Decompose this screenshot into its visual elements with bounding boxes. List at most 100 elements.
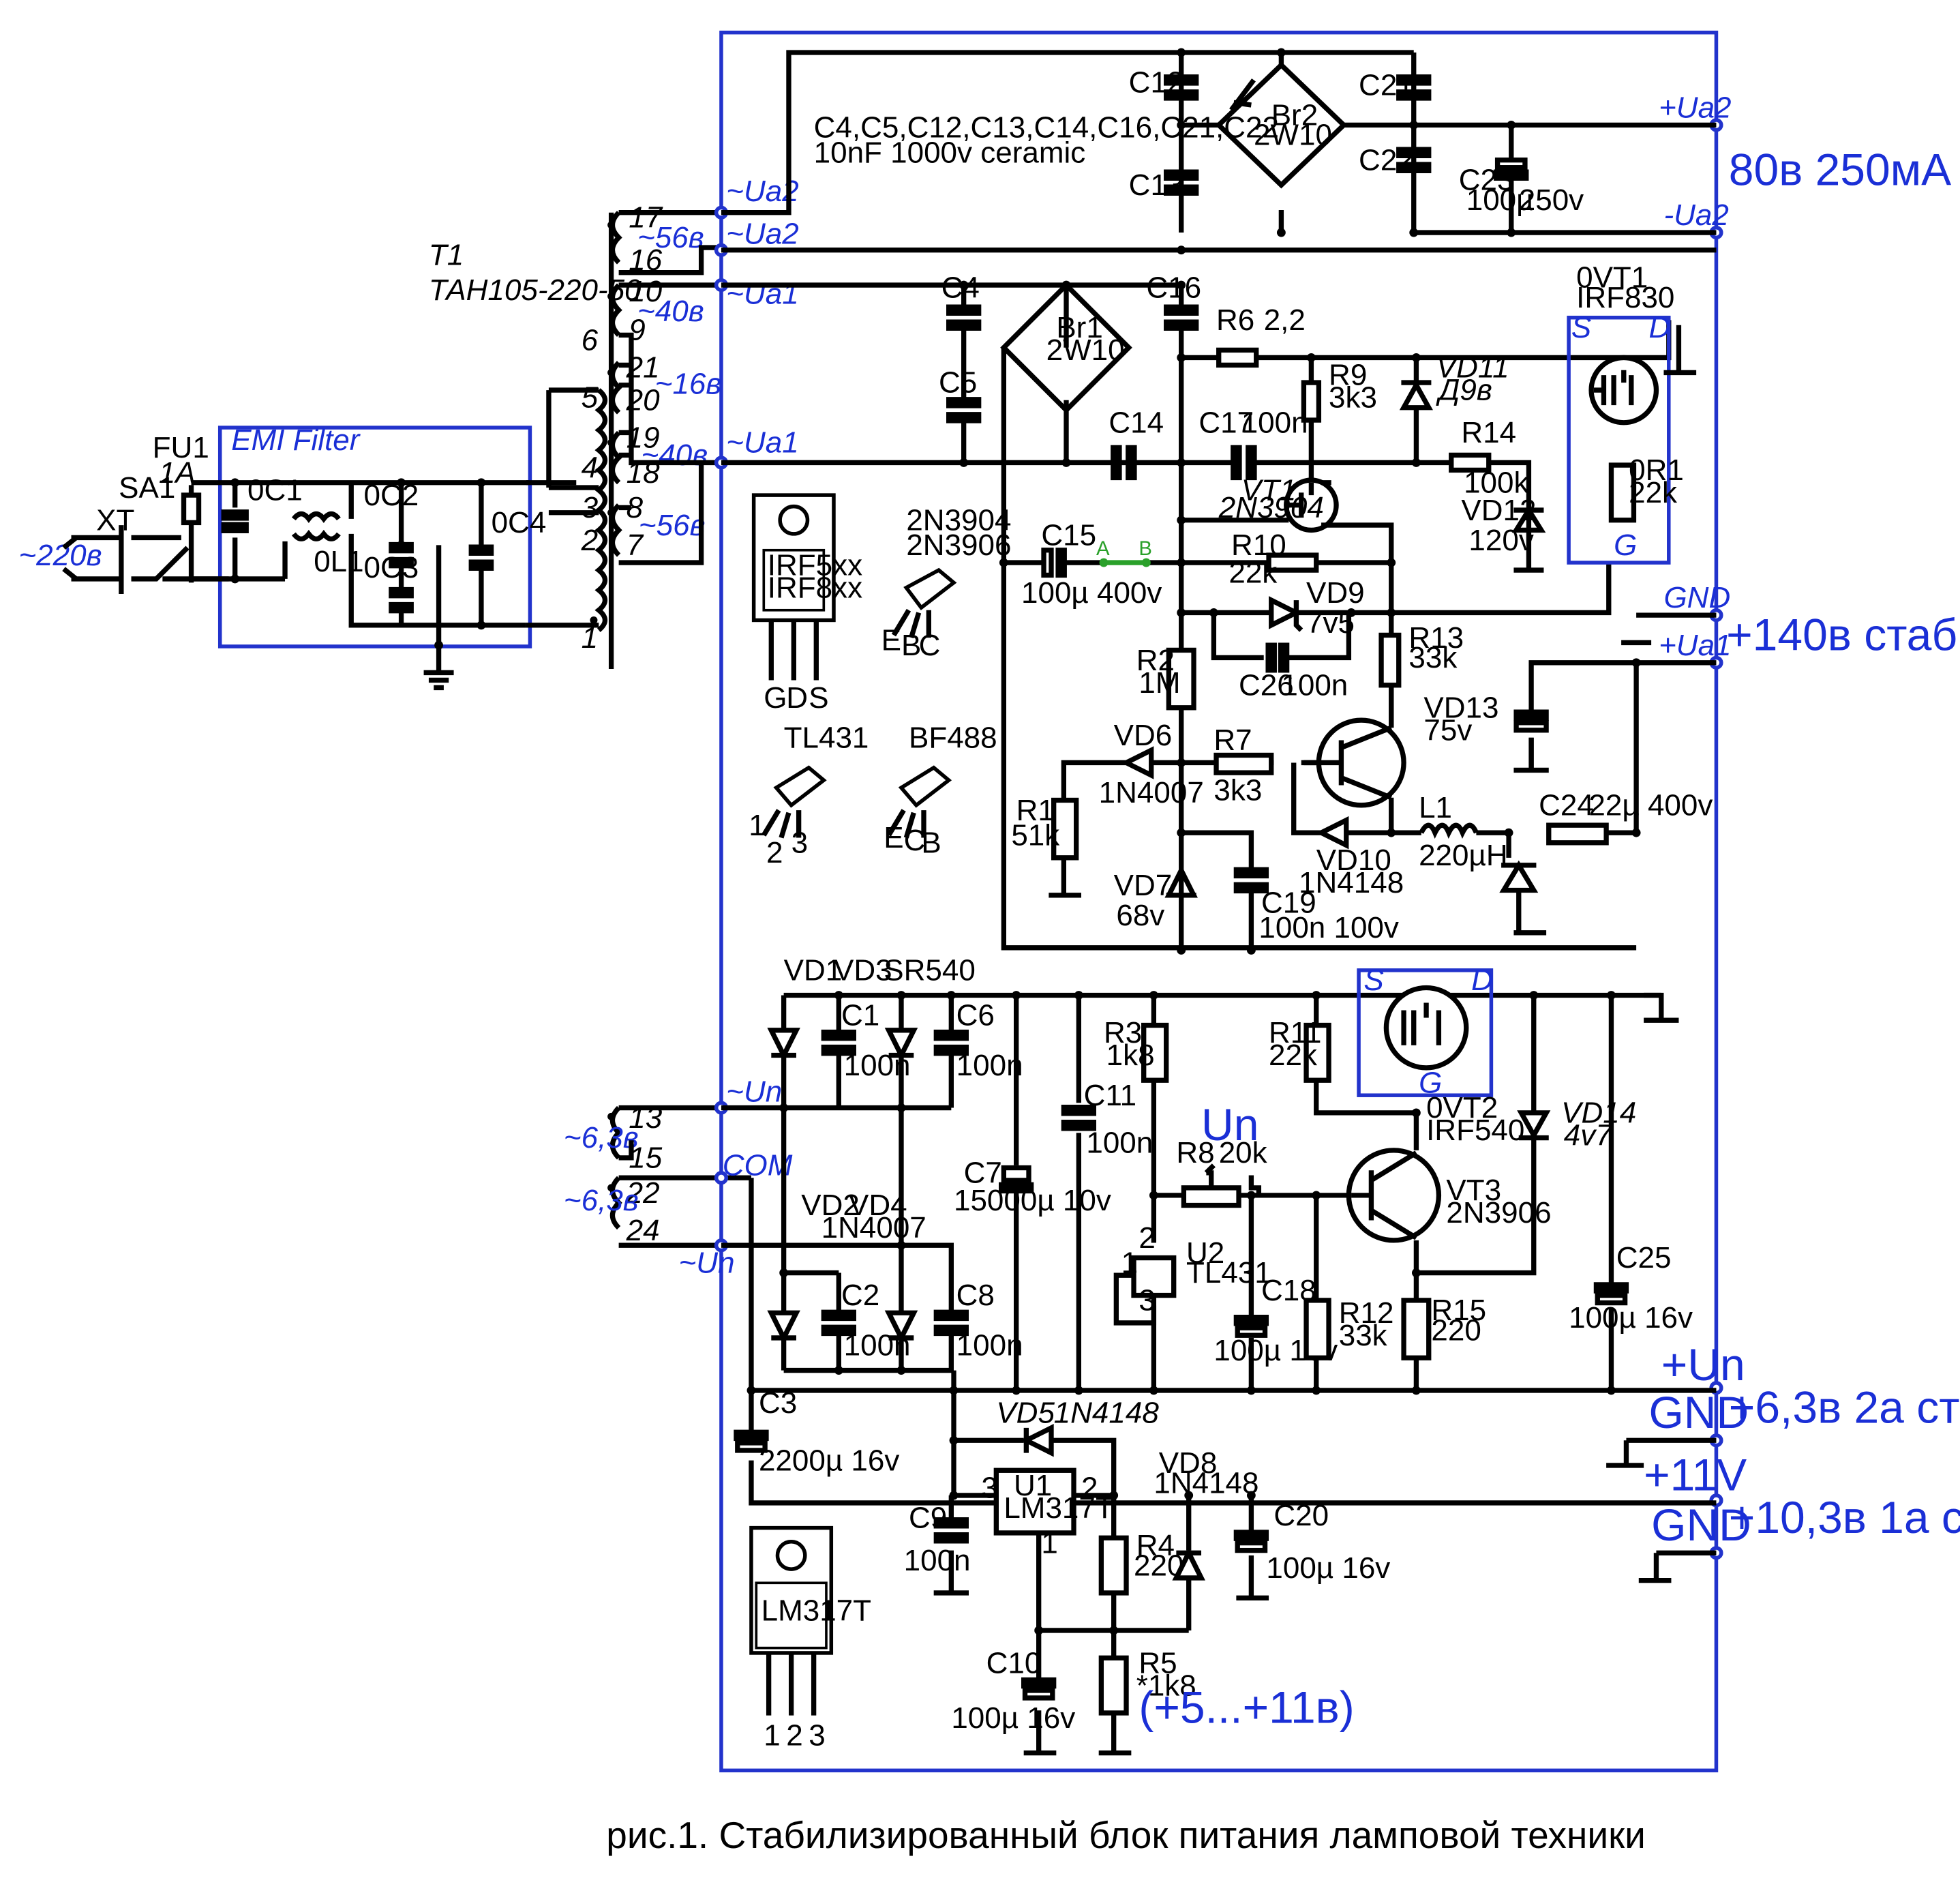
svg-text:22k: 22k xyxy=(1629,476,1678,509)
xt-label: XT xyxy=(96,503,134,537)
svg-text:R9: R9 xyxy=(1329,359,1367,392)
svg-text:120v: 120v xyxy=(1468,524,1533,557)
svg-text:250v: 250v xyxy=(1519,183,1584,217)
svg-text:2,2: 2,2 xyxy=(1264,303,1306,337)
svg-text:VD13: VD13 xyxy=(1423,691,1498,724)
svg-text:100n: 100n xyxy=(904,1544,971,1577)
svg-text:1: 1 xyxy=(1121,1247,1138,1280)
svg-text:33k: 33k xyxy=(1339,1319,1388,1352)
svg-text:VD5: VD5 xyxy=(996,1397,1055,1430)
note-un: +6,3в 2а стаб. xyxy=(1729,1382,1960,1433)
svg-text:GND: GND xyxy=(1663,581,1730,614)
svg-text:VT3: VT3 xyxy=(1446,1174,1501,1207)
fu1-label: FU1 xyxy=(153,431,209,464)
svg-text:C21: C21 xyxy=(1359,68,1414,102)
svg-text:C1: C1 xyxy=(841,999,879,1032)
svg-text:100n: 100n xyxy=(956,1329,1023,1362)
svg-text:2: 2 xyxy=(1081,1472,1098,1505)
svg-text:0C3: 0C3 xyxy=(364,551,419,584)
svg-text:1N4007: 1N4007 xyxy=(821,1211,926,1244)
svg-text:E: E xyxy=(884,821,903,854)
svg-text:D: D xyxy=(1648,311,1670,344)
svg-text:3: 3 xyxy=(791,826,808,859)
svg-text:4v7: 4v7 xyxy=(1564,1119,1613,1152)
svg-text:C25: C25 xyxy=(1616,1241,1672,1275)
svg-text:R14: R14 xyxy=(1461,416,1516,449)
svg-text:22: 22 xyxy=(626,1176,660,1210)
svg-text:1: 1 xyxy=(764,1719,780,1753)
svg-text:L1: L1 xyxy=(1419,791,1452,824)
input-section: EMI Filter XT ~220в SA1 FU1 1A 0C1 0L1 0… xyxy=(18,423,547,691)
svg-text:GND: GND xyxy=(1648,1387,1749,1437)
svg-text:C14: C14 xyxy=(1109,406,1164,439)
svg-text:0L1: 0L1 xyxy=(314,545,363,578)
svg-text:100µ: 100µ xyxy=(1466,183,1534,217)
note-ua1: +140в стаб xyxy=(1726,609,1957,659)
note-11v: +10,3в 1а стаб. xyxy=(1729,1492,1960,1542)
svg-text:C: C xyxy=(904,824,926,857)
svg-text:2200µ 16v: 2200µ 16v xyxy=(759,1444,899,1477)
svg-text:Br1: Br1 xyxy=(1056,311,1102,344)
point-b: B xyxy=(1139,537,1152,560)
svg-text:1N4007: 1N4007 xyxy=(1099,776,1204,809)
svg-text:+11V: +11V xyxy=(1644,1450,1747,1500)
svg-text:C10: C10 xyxy=(986,1646,1042,1680)
svg-text:Д9в: Д9в xyxy=(1435,374,1492,407)
svg-text:4: 4 xyxy=(582,451,598,484)
svg-text:22k: 22k xyxy=(1269,1039,1318,1072)
svg-text:220: 220 xyxy=(1134,1549,1183,1582)
svg-text:R1: R1 xyxy=(1016,794,1055,827)
svg-text:1M: 1M xyxy=(1139,666,1180,700)
svg-text:220µH: 220µH xyxy=(1419,839,1508,872)
mosfet-0vt1-frame xyxy=(1567,315,1671,565)
emi-filter-frame xyxy=(217,426,532,649)
svg-text:~56в: ~56в xyxy=(639,509,706,542)
transformer-t1: T1 ТАН105-220-50 6 5 4 3 2 1 17 16 ~56в … xyxy=(429,201,751,1248)
svg-text:2: 2 xyxy=(1139,1221,1155,1255)
svg-text:G: G xyxy=(1614,528,1637,562)
svg-text:22µ 400v: 22µ 400v xyxy=(1588,788,1713,822)
mains-label: ~220в xyxy=(18,539,102,572)
svg-text:100µ 16v: 100µ 16v xyxy=(1569,1301,1693,1335)
svg-text:C20: C20 xyxy=(1273,1499,1329,1532)
svg-text:R3: R3 xyxy=(1104,1016,1142,1049)
svg-text:~Un: ~Un xyxy=(726,1075,782,1108)
svg-text:15000µ 10v: 15000µ 10v xyxy=(954,1184,1111,1217)
svg-text:1: 1 xyxy=(582,621,598,655)
svg-text:C11: C11 xyxy=(1084,1079,1136,1112)
svg-text:51k: 51k xyxy=(1011,818,1060,852)
svg-text:2: 2 xyxy=(786,1719,802,1753)
svg-text:0C4: 0C4 xyxy=(492,506,547,539)
figure-caption: рис.1. Стабилизированный блок питания ла… xyxy=(606,1814,1646,1856)
svg-text:R5: R5 xyxy=(1139,1646,1177,1680)
svg-text:IRF8xx: IRF8xx xyxy=(768,571,862,604)
svg-text:7: 7 xyxy=(627,528,644,562)
svg-text:100n: 100n xyxy=(844,1329,911,1362)
svg-text:6: 6 xyxy=(582,323,599,357)
svg-text:+Un: +Un xyxy=(1661,1339,1745,1390)
ceramic-note-1: C4,C5,C12,C13,C14,C16,C21,C22 xyxy=(814,111,1279,145)
svg-text:100n: 100n xyxy=(844,1049,911,1082)
svg-text:VT1: VT1 xyxy=(1241,473,1297,507)
svg-text:~6,3в: ~6,3в xyxy=(564,1184,639,1217)
svg-text:2: 2 xyxy=(581,524,598,557)
point-a: A xyxy=(1096,537,1110,560)
svg-text:2: 2 xyxy=(766,836,783,869)
svg-text:R12: R12 xyxy=(1339,1296,1394,1330)
svg-text:100k: 100k xyxy=(1464,466,1529,499)
svg-text:E: E xyxy=(881,623,901,657)
ceramic-note-2: 10nF 1000v ceramic xyxy=(814,136,1086,169)
svg-text:C12: C12 xyxy=(1129,66,1184,100)
svg-text:5: 5 xyxy=(582,381,599,415)
svg-text:C2: C2 xyxy=(841,1279,879,1312)
svg-text:1N4148: 1N4148 xyxy=(1154,1466,1258,1500)
svg-text:C23: C23 xyxy=(1459,164,1514,197)
svg-text:IRF5xx: IRF5xx xyxy=(768,548,862,582)
svg-text:C24: C24 xyxy=(1539,788,1594,822)
svg-text:1N4148: 1N4148 xyxy=(1054,1397,1160,1430)
svg-text:LM317T: LM317T xyxy=(1004,1491,1113,1525)
svg-text:100µ 16v: 100µ 16v xyxy=(951,1701,1075,1735)
svg-text:SR540: SR540 xyxy=(884,954,976,987)
package-legend: IRF5xx IRF8xx G D S 2N3904 2N3906 E B C … xyxy=(749,493,1011,1753)
